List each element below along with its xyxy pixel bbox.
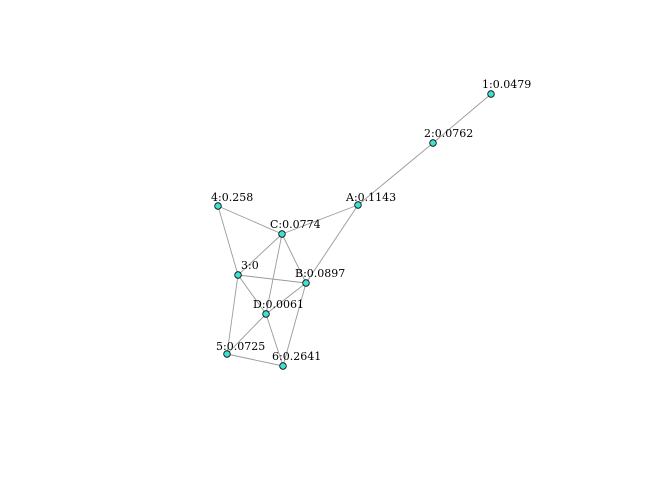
edge-B-D (265, 282, 307, 315)
edge-1-2 (432, 93, 492, 144)
edge-C-3 (237, 233, 283, 276)
node-label-5: 5:0.0725 (216, 340, 265, 353)
edge-D-6 (265, 313, 284, 367)
edges-layer (217, 93, 492, 367)
node-label-6: 6:0.2641 (272, 350, 321, 363)
node-label-2: 2:0.0762 (424, 127, 473, 140)
node-label-B: B:0.0897 (295, 267, 345, 280)
node-C (278, 230, 286, 238)
node-6 (279, 362, 287, 370)
edge-4-C (217, 205, 283, 235)
edge-A-B (305, 204, 359, 284)
node-5 (223, 350, 231, 358)
node-label-C: C:0.0774 (270, 218, 321, 231)
edge-D-5 (226, 313, 267, 355)
node-3 (234, 271, 242, 279)
node-label-3: 3:0 (241, 259, 259, 272)
edge-3-D (237, 274, 267, 315)
edge-C-B (281, 233, 307, 284)
node-4 (214, 202, 222, 210)
edge-A-C (281, 204, 359, 235)
edge-3-B (237, 274, 307, 284)
edge-3-5 (226, 274, 239, 355)
node-A (354, 201, 362, 209)
node-2 (429, 139, 437, 147)
edge-2-A (357, 142, 434, 206)
node-B (302, 279, 310, 287)
node-label-A: A:0.1143 (345, 191, 396, 204)
edge-C-D (265, 233, 283, 315)
node-D (262, 310, 270, 318)
node-1 (487, 90, 495, 98)
edge-5-6 (226, 353, 284, 367)
nodes-layer (214, 90, 495, 370)
node-label-D: D:0.0061 (253, 298, 304, 311)
edge-4-3 (217, 205, 239, 276)
edge-B-6 (282, 282, 307, 367)
node-label-4: 4:0.258 (211, 191, 253, 204)
node-label-1: 1:0.0479 (482, 78, 531, 91)
